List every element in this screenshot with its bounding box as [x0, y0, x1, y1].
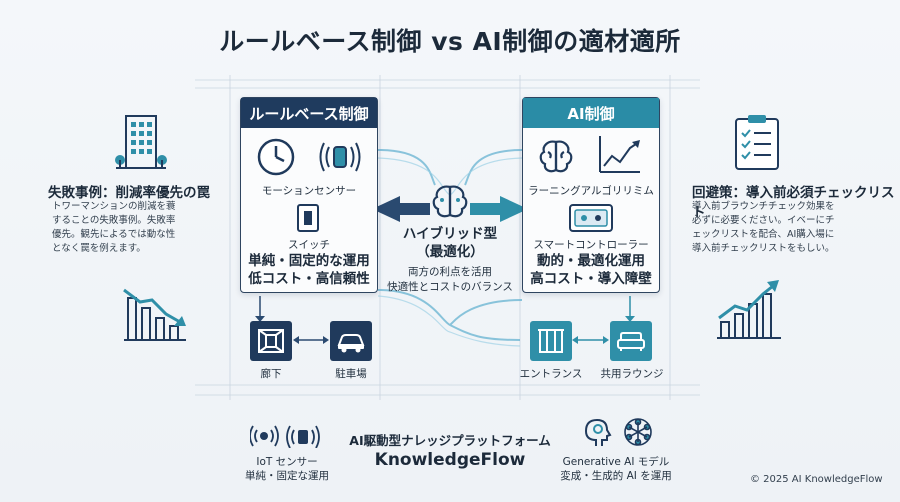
motion-sensor-label: モーションセンサー — [261, 185, 357, 197]
brain-icon — [539, 140, 573, 173]
entrance-label: エントランス — [519, 368, 583, 380]
parking-label: 駐車場 — [335, 368, 367, 380]
rule-panel-header: ルールベース制御 — [241, 98, 377, 128]
generative-ai-icons — [584, 418, 652, 446]
ai-control-panel: AI制御 — [522, 97, 660, 293]
car-icon — [337, 334, 365, 353]
lounge-box — [610, 321, 652, 361]
rule-based-panel: ルールベース制御 — [240, 97, 378, 293]
ai-panel-header: AI制御 — [523, 98, 659, 128]
lounge-label: 共用ラウンジ — [600, 368, 664, 380]
iot-label-2: 単純・固定な運用 — [245, 470, 329, 482]
trend-chart-icon — [599, 136, 640, 173]
hybrid-desc-1: 両方の利点を活用 — [408, 266, 492, 278]
copyright: © 2025 AI KnowledgeFlow — [750, 474, 883, 485]
right-side-body: 導入前ブラウンチチェック効果を 必ずに必要ください。イベーにチ ェックリストを配… — [692, 201, 835, 254]
learning-algorithm-label: ラーニングアルゴリリミム — [528, 185, 654, 197]
platform-subtitle: AI駆動型ナレッジプラットフォーム — [349, 433, 551, 448]
motion-sensor-icon — [319, 142, 361, 172]
growth-chart-icon — [717, 280, 781, 339]
smart-controller-label: スマートコントローラー — [533, 239, 649, 251]
wifi-sensor-icon — [250, 425, 279, 447]
corridor-box — [250, 321, 292, 361]
declining-chart-icon — [123, 288, 186, 341]
switch-icon — [297, 204, 319, 232]
entrance-box — [530, 321, 572, 361]
rule-line-2: 低コスト・高信頼性 — [248, 271, 370, 287]
rule-line-1: 単純・固定的な運用 — [248, 253, 370, 269]
sofa-icon — [617, 332, 645, 351]
hybrid-brain-icon — [432, 185, 468, 218]
gen-ai-label-1: Generative AI モデル — [562, 456, 670, 468]
page-title: ルールベース制御 vs AI制御の適材適所 — [219, 27, 681, 56]
hybrid-title: ハイブリッド型 — [402, 226, 498, 242]
corridor-label: 廊下 — [260, 368, 282, 380]
hybrid-subtitle: （最適化） — [416, 244, 484, 260]
platform-name: KnowledgeFlow — [374, 450, 526, 470]
network-icon — [624, 418, 652, 446]
building-icon — [115, 115, 167, 169]
ai-head-icon — [584, 418, 612, 446]
checklist-icon — [735, 115, 779, 170]
smart-controller-icon — [569, 204, 613, 232]
hybrid-desc-2: 快適性とコストのバランス — [387, 281, 513, 293]
clock-icon — [257, 138, 295, 176]
ai-line-2: 高コスト・導入障壁 — [530, 271, 652, 287]
signal-sensor-icon — [286, 425, 320, 448]
switch-label: スイッチ — [288, 239, 330, 251]
entrance-icon — [538, 329, 564, 353]
iot-label-1: IoT センサー — [256, 456, 318, 468]
ai-line-1: 動的・最適化運用 — [537, 253, 645, 269]
corridor-icon — [258, 329, 284, 353]
left-side-body: トワーマンションの削減を蓑 することの失敗事例。失敗率 優先。観先によるでは動な… — [52, 201, 176, 254]
iot-sensor-icons — [250, 425, 320, 448]
parking-box — [330, 321, 372, 361]
left-side-title: 失敗事例：削減率優先の罠 — [48, 185, 210, 201]
gen-ai-label-2: 変成・生成的 AI を運用 — [560, 470, 672, 482]
right-side-title: 回避策：導入前必須チェックリスト — [692, 185, 895, 221]
